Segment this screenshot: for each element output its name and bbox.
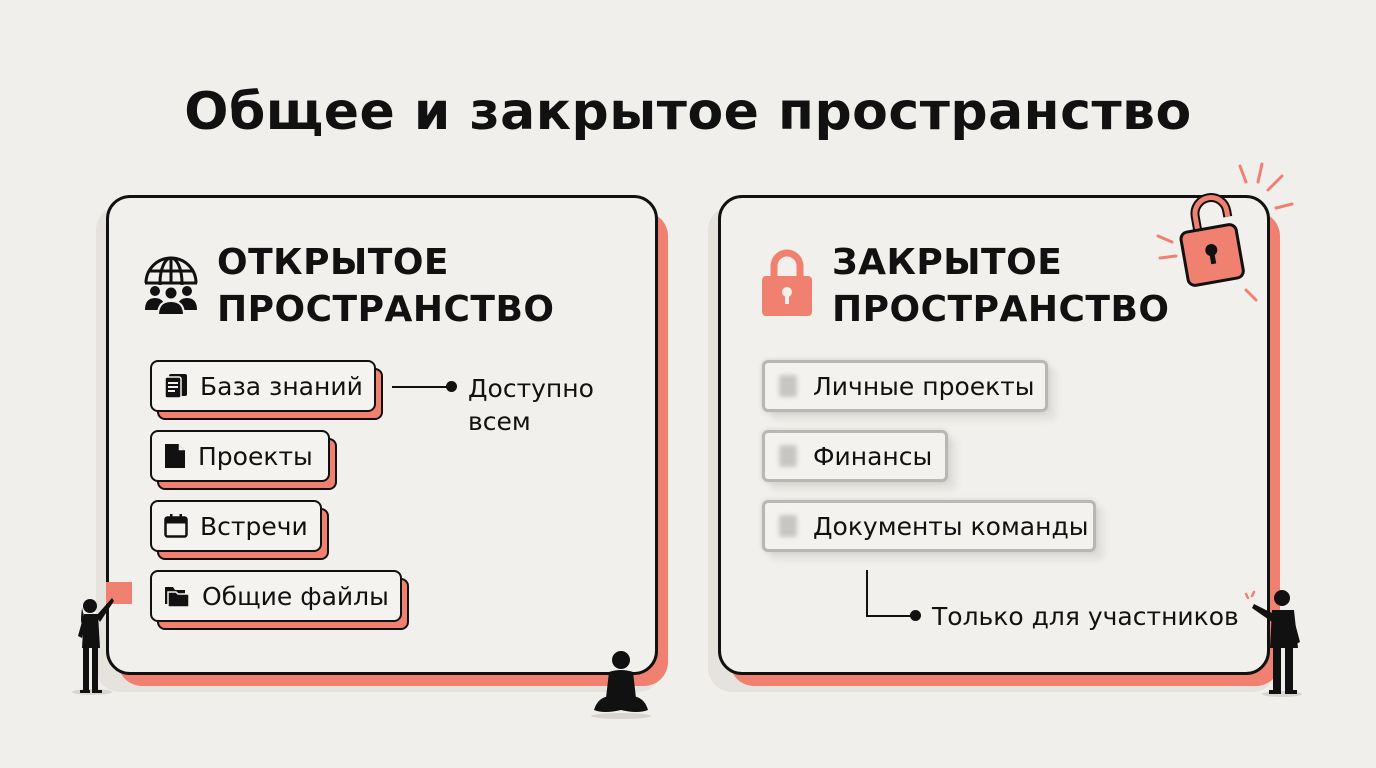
connector-dot	[446, 381, 457, 392]
folder-icon	[165, 587, 190, 608]
item-label: Общие файлы	[202, 581, 389, 611]
closed-heading-line2: ПРОСТРАНСТВО	[832, 289, 1170, 330]
closed-heading-line1: ЗАКРЫТОЕ	[832, 242, 1063, 283]
projects-item[interactable]: Проекты	[150, 430, 330, 482]
lock-icon	[762, 249, 812, 316]
sitting-person-icon	[591, 651, 651, 719]
personal-projects-item[interactable]: Личные проекты	[762, 360, 1048, 412]
blurred-document-icon	[779, 445, 797, 467]
book-icon	[164, 374, 187, 399]
knowledge-base-item[interactable]: База знаний	[150, 360, 376, 412]
unlocked-padlock-icon	[1156, 162, 1294, 302]
blurred-document-icon	[779, 375, 797, 397]
item-label: Документы команды	[813, 511, 1089, 541]
item-label: База знаний	[200, 371, 363, 401]
meetings-item[interactable]: Встречи	[150, 500, 322, 552]
connector-line	[392, 386, 450, 388]
open-access-note: Доступно всем	[468, 372, 594, 438]
item-label: Проекты	[198, 441, 313, 471]
standing-person-icon	[72, 582, 132, 695]
note-line: Доступно	[468, 374, 594, 403]
team-documents-item[interactable]: Документы команды	[762, 500, 1096, 552]
shared-files-item[interactable]: Общие файлы	[150, 570, 402, 622]
note-line: всем	[468, 407, 531, 436]
connector-line	[866, 570, 868, 616]
connector-dot	[910, 610, 921, 621]
open-space-heading: ОТКРЫТОЕ ПРОСТРАНСТВО	[217, 241, 555, 332]
finance-item[interactable]: Финансы	[762, 430, 948, 482]
calendar-icon	[164, 514, 188, 538]
blurred-document-icon	[779, 515, 797, 537]
members-only-note: Только для участников	[932, 602, 1239, 631]
closed-space-heading: ЗАКРЫТОЕ ПРОСТРАНСТВО	[832, 241, 1170, 332]
open-heading-line1: ОТКРЫТОЕ	[217, 242, 450, 283]
page-title: Общее и закрытое пространство	[184, 82, 1192, 142]
item-label: Личные проекты	[813, 371, 1035, 401]
globe-people-icon	[144, 256, 198, 316]
document-icon	[165, 444, 185, 468]
item-label: Встречи	[200, 511, 308, 541]
connector-line	[866, 615, 914, 617]
open-heading-line2: ПРОСТРАНСТВО	[217, 289, 555, 330]
pointing-person-icon	[1244, 590, 1302, 697]
item-label: Финансы	[813, 441, 933, 471]
